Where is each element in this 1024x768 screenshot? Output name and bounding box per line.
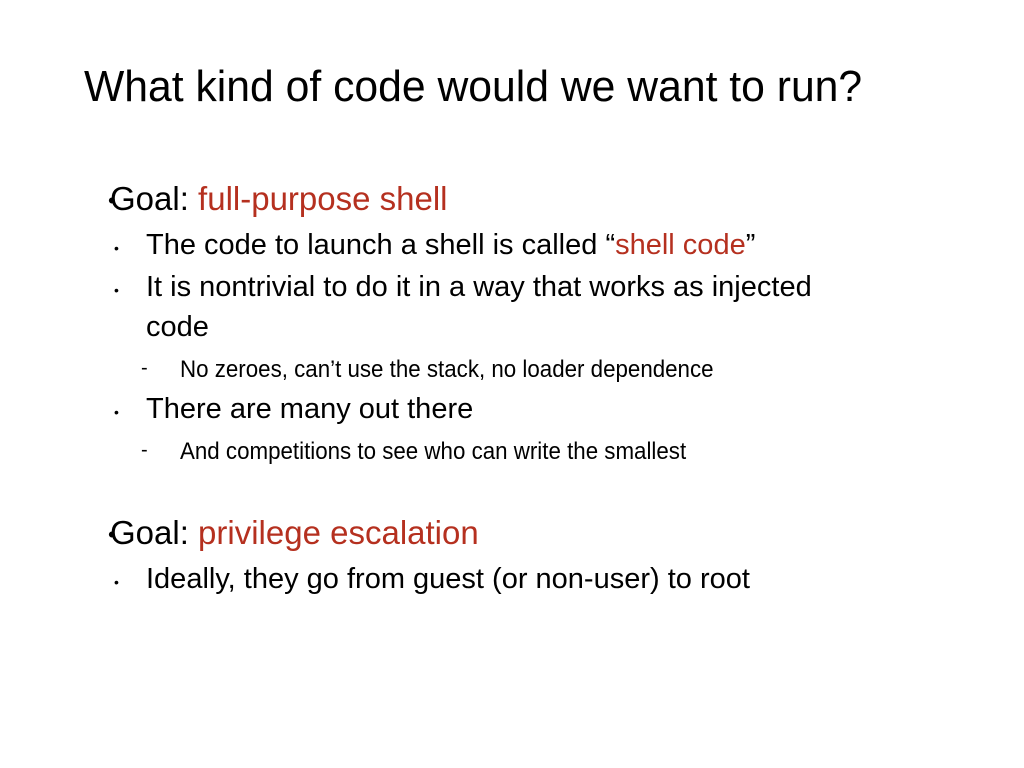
- highlight-text: full-purpose shell: [198, 180, 448, 217]
- highlight-text: privilege escalation: [198, 514, 479, 551]
- bullet-nontrivial-line1: It is nontrivial to do it in a way that …: [146, 271, 812, 303]
- bullet-prefix: Goal:: [110, 514, 199, 551]
- bullet-icon: •: [114, 404, 119, 420]
- bullet-goal-shell: Goal: full-purpose shell: [110, 180, 448, 218]
- bullet-icon: •: [114, 240, 119, 256]
- bullet-icon: •: [108, 522, 116, 547]
- bullet-guest-to-root: Ideally, they go from guest (or non-user…: [146, 563, 750, 595]
- dash-icon: -: [141, 439, 148, 461]
- dash-icon: -: [141, 357, 148, 379]
- bullet-many-out-there: There are many out there: [146, 393, 474, 425]
- bullet-icon: •: [114, 574, 119, 590]
- bullet-icon: •: [114, 282, 119, 298]
- bullet-nontrivial-line2: code: [146, 311, 209, 343]
- bullet-prefix: Goal:: [110, 180, 199, 217]
- bullet-icon: •: [108, 188, 116, 213]
- slide-title: What kind of code would we want to run?: [84, 62, 863, 111]
- bullet-prefix: The code to launch a shell is called “: [146, 229, 616, 261]
- highlight-text: shell code: [615, 229, 746, 261]
- bullet-shell-code: The code to launch a shell is called “sh…: [146, 229, 755, 262]
- bullet-goal-privilege: Goal: privilege escalation: [110, 514, 479, 552]
- bullet-suffix: ”: [745, 229, 756, 261]
- bullet-no-zeroes: No zeroes, can’t use the stack, no loade…: [180, 356, 714, 383]
- bullet-competitions: And competitions to see who can write th…: [180, 438, 687, 465]
